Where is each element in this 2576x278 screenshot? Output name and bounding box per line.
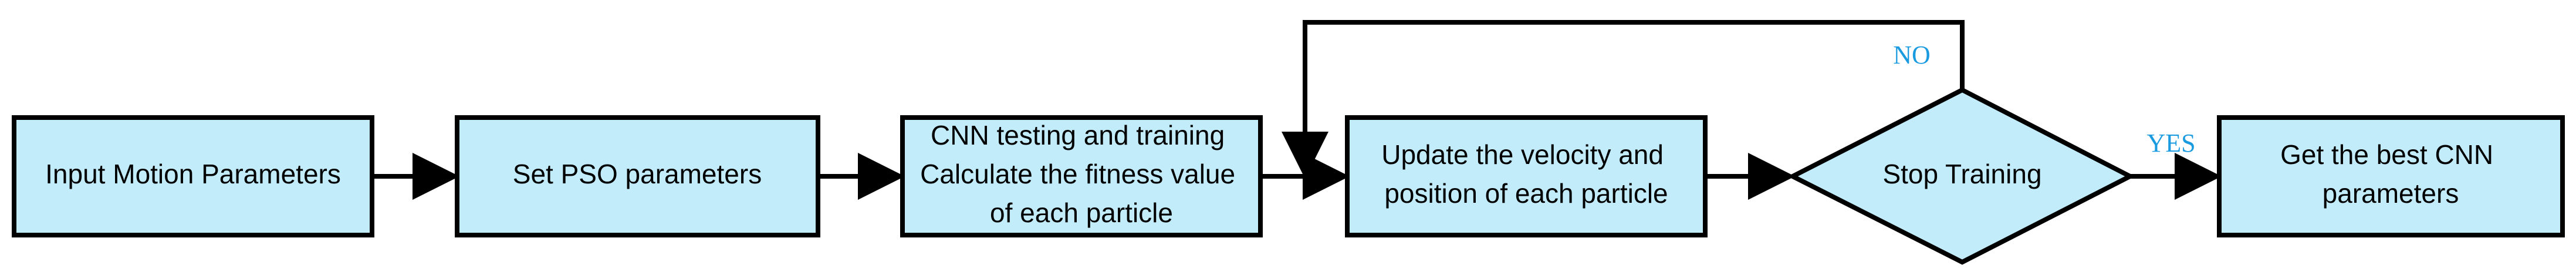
node-input-motion-parameters: Input Motion Parameters: [12, 115, 374, 237]
node-best-cnn-line-1: Get the best CNN: [2280, 139, 2493, 170]
node-cnn-line-3: of each particle: [990, 197, 1173, 228]
node-best-cnn-box: [2217, 115, 2565, 237]
node-update-label: Update the velocity and position of each…: [1381, 139, 1671, 209]
node-set-pso-label: Set PSO parameters: [513, 159, 762, 189]
edge-label-yes: YES: [2146, 129, 2195, 158]
decision-stop-training-diamond: [1787, 87, 2135, 265]
node-cnn-line-2: Calculate the fitness value: [920, 159, 1235, 189]
node-set-pso-box: [455, 115, 820, 237]
node-input-motion-box: [12, 115, 374, 237]
decision-stop-training: Stop Training: [1787, 87, 2135, 265]
node-cnn-label: CNN testing and training Calculate the f…: [920, 120, 1243, 228]
node-cnn-testing-training: CNN testing and training Calculate the f…: [900, 115, 1263, 237]
node-set-pso-line-1: Set PSO parameters: [513, 159, 762, 189]
decision-stop-training-label: Stop Training: [1882, 159, 2041, 189]
node-best-cnn-line-2: parameters: [2323, 178, 2459, 209]
node-best-cnn-parameters: Get the best CNN parameters: [2217, 115, 2565, 237]
node-update-velocity: Update the velocity and position of each…: [1345, 115, 1708, 237]
node-cnn-box: [900, 115, 1263, 237]
edge-label-no: NO: [1893, 41, 1931, 69]
decision-stop-line-1: Stop Training: [1882, 159, 2041, 189]
node-update-line-2: position of each particle: [1384, 178, 1668, 209]
node-input-motion-label: Input Motion Parameters: [45, 159, 341, 189]
node-cnn-line-1: CNN testing and training: [931, 120, 1225, 150]
node-set-pso-parameters: Set PSO parameters: [455, 115, 820, 237]
node-update-box: [1345, 115, 1708, 237]
node-best-cnn-label: Get the best CNN parameters: [2280, 139, 2501, 209]
node-input-motion-line-1: Input Motion Parameters: [45, 159, 341, 189]
edge-decision-no-loop: [1282, 20, 1965, 179]
node-update-line-1: Update the velocity and: [1381, 139, 1664, 170]
